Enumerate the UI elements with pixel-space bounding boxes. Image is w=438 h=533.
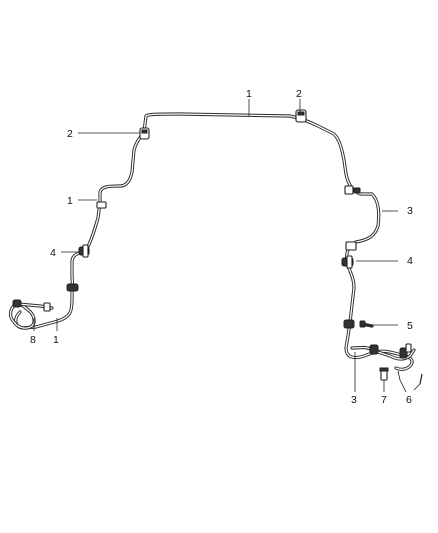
clip-top-left xyxy=(139,127,150,140)
callout-4-left: 4 xyxy=(50,247,56,259)
bracket-right xyxy=(345,241,357,251)
callout-2-top: 2 xyxy=(296,88,302,100)
callout-7: 7 xyxy=(381,394,387,406)
fittings-right-rear xyxy=(369,343,412,359)
callout-8: 8 xyxy=(30,334,36,346)
callout-2-left: 2 xyxy=(67,128,73,140)
callout-1-left: 1 xyxy=(67,195,73,207)
connector-left-lower xyxy=(66,283,79,292)
connector-right xyxy=(341,255,354,269)
callout-5: 5 xyxy=(407,320,413,332)
clip-part-6 xyxy=(397,370,423,385)
connector-left xyxy=(78,244,90,258)
callouts: 1 2 2 1 3 4 4 5 8 1 3 7 6 xyxy=(30,88,413,406)
bolt-part-7 xyxy=(379,367,389,381)
hose-part-5 xyxy=(359,320,374,328)
callout-3-bottom: 3 xyxy=(351,394,357,406)
callout-4-right: 4 xyxy=(407,255,413,267)
callout-6: 6 xyxy=(406,394,412,406)
callout-1-top: 1 xyxy=(246,88,252,100)
clip-left xyxy=(96,201,107,209)
fitting-left-rear xyxy=(12,299,51,312)
callout-3-right: 3 xyxy=(407,205,413,217)
main-brake-tube xyxy=(14,112,414,371)
connector-right-lower xyxy=(343,319,355,329)
clip-top-center xyxy=(295,109,307,123)
leader-lines xyxy=(33,99,421,393)
fitting-right-upper xyxy=(344,185,361,195)
callout-1-bottom: 1 xyxy=(53,334,59,346)
